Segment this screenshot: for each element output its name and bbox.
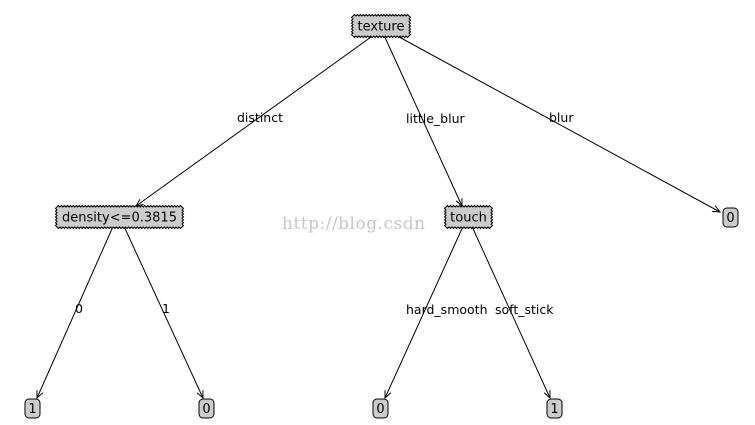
watermark-text: http://blog.csdn xyxy=(282,214,426,234)
node-density-label: density<=0.3815 xyxy=(62,211,177,226)
node-touch: touch xyxy=(443,204,494,230)
leaf-soft-stick: 1 xyxy=(546,398,563,419)
edge-touch-leaf-hard xyxy=(385,221,466,398)
leaf-density-0-label: 1 xyxy=(28,402,36,417)
leaf-density-1: 0 xyxy=(198,398,215,419)
node-texture-label: texture xyxy=(358,20,405,35)
edge-label-0: 0 xyxy=(75,301,83,316)
node-density: density<=0.3815 xyxy=(54,204,185,230)
leaf-blur-label: 0 xyxy=(726,211,734,226)
edge-texture-touch xyxy=(382,32,462,206)
edge-label-1: 1 xyxy=(162,301,170,316)
edge-density-leaf-0 xyxy=(37,221,116,398)
edge-texture-leaf-blur xyxy=(389,31,720,212)
edge-density-leaf-1 xyxy=(121,221,203,398)
leaf-hard-smooth-label: 0 xyxy=(376,402,384,417)
node-touch-label: touch xyxy=(450,211,487,226)
leaf-density-0: 1 xyxy=(24,398,41,419)
edge-texture-density xyxy=(136,31,379,206)
leaf-soft-stick-label: 1 xyxy=(550,402,558,417)
leaf-hard-smooth: 0 xyxy=(372,398,389,419)
node-texture: texture xyxy=(350,13,412,39)
edge-label-hard-smooth: hard_smooth xyxy=(406,302,488,317)
edge-label-blur: blur xyxy=(549,110,574,125)
edge-label-little-blur: little_blur xyxy=(406,111,465,126)
leaf-blur: 0 xyxy=(722,207,739,228)
edge-touch-leaf-soft xyxy=(469,221,550,398)
edge-label-distinct: distinct xyxy=(237,110,283,125)
leaf-density-1-label: 0 xyxy=(202,402,210,417)
edge-label-soft-stick: soft_stick xyxy=(495,302,554,317)
